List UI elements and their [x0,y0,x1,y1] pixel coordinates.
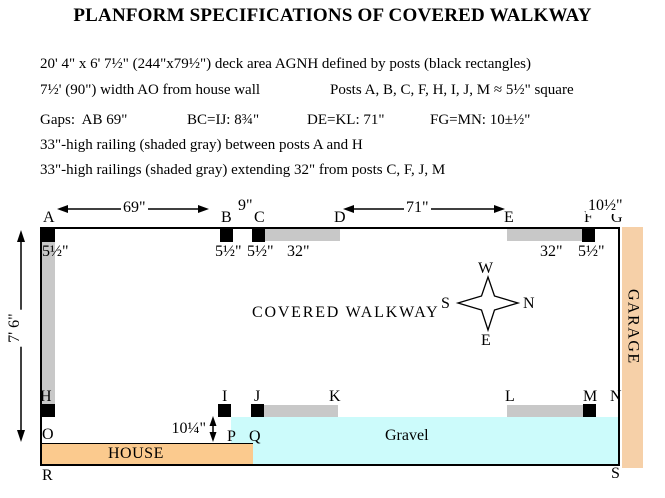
vertex-label-o: O [42,426,54,443]
vertex-label-q: Q [249,428,261,445]
spec-gaps-fg-mn: FG=MN: 10±½" [430,112,531,128]
dim-label-fg: 10½" [586,197,625,214]
post-B [220,229,233,242]
compass-letter-e: E [481,332,491,349]
deck-outline [40,227,620,466]
dim-label-de: 71" [404,199,431,216]
post-F [582,229,595,242]
size-label-3: 32" [287,243,310,260]
garage-area: GARAGE [622,227,643,468]
railing-C-D [265,229,340,241]
post-A [42,229,55,242]
vertex-label-c: C [254,209,265,226]
vertex-label-g: G [611,209,623,226]
vertex-label-a: A [43,209,55,226]
vertex-label-m: M [583,388,598,405]
compass-letter-w: W [478,260,494,277]
house-area [42,443,253,464]
vertex-label-d: D [334,209,346,226]
page-title: PLANFORM SPECIFICATIONS OF COVERED WALKW… [73,5,592,26]
size-label-5: 5½" [578,243,605,260]
size-label-2: 5½" [247,243,274,260]
spec-deck-area: 20' 4" x 6' 7½" (244"x79½") deck area AG… [40,56,532,72]
garage-label: GARAGE [624,289,642,365]
spec-railing-ah: 33"-high railing (shaded gray) between p… [40,137,363,153]
post-I [218,404,231,417]
vertex-label-e: E [504,209,514,226]
railing-J-K [264,405,338,417]
dim-label-bc: 9" [236,197,255,214]
spec-width-ao: 7½' (90") width AO from house wall [40,82,261,98]
railing-A-H [42,242,55,404]
post-J [251,404,264,417]
spec-gaps-ab: Gaps: AB 69" [40,112,128,128]
compass-letter-n: N [523,295,535,312]
spec-gaps-bc-ij: BC=IJ: 8¾" [187,112,260,128]
vertex-label-p: P [227,428,236,445]
spec-gaps-de-kl: DE=KL: 71" [307,112,385,128]
vertex-label-b: B [221,209,232,226]
house-label: HOUSE [108,445,164,462]
walkway-label: COVERED WALKWAY [252,304,440,321]
railing-E-F [507,229,582,241]
post-H [42,404,55,417]
post-M [583,404,596,417]
vertex-label-j: J [254,388,261,405]
vertex-label-n: N [610,388,622,405]
dim-label-height: 7' 6" [6,309,24,347]
vertex-label-l: L [505,388,515,405]
spec-railings-32: 33"-high railings (shaded gray) extendin… [40,162,446,178]
dim-label-house-gap: 10¼" [171,420,206,437]
dim-label-ab: 69" [121,199,148,216]
spec-post-size: Posts A, B, C, F, H, I, J, M ≈ 5½" squar… [330,82,574,98]
vertex-label-r: R [42,467,53,484]
compass-letter-s: S [441,295,450,312]
gravel-label: Gravel [385,427,429,444]
vertex-label-i: I [222,388,228,405]
size-label-4: 32" [540,243,563,260]
size-label-0: 5½" [42,243,69,260]
vertex-label-h: H [40,388,52,405]
gravel-area [231,417,618,464]
size-label-1: 5½" [215,243,242,260]
vertex-label-s: S [611,465,620,482]
vertex-label-k: K [329,388,341,405]
vertex-label-f: F [584,209,593,226]
post-C [252,229,265,242]
railing-L-M [507,405,583,417]
